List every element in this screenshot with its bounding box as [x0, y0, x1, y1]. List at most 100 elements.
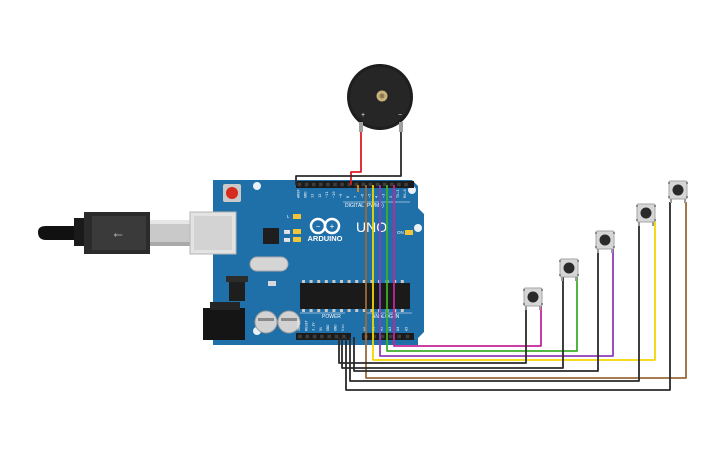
header-pin[interactable] — [304, 182, 309, 187]
pushbutton-cap[interactable] — [527, 291, 539, 303]
wire-button-4-signal[interactable] — [372, 185, 656, 361]
usb-cable: ⭠ — [38, 212, 190, 254]
analog-section-label: ANALOG IN — [372, 314, 400, 320]
buzzer-minus-label: − — [398, 112, 402, 119]
pushbutton-leg — [611, 249, 613, 253]
pin-label: 2 — [389, 196, 393, 198]
pushbutton-cap[interactable] — [563, 262, 575, 274]
wire-button-5-signal[interactable] — [365, 185, 687, 379]
pin-label: 4 — [375, 196, 379, 198]
header-pin[interactable] — [397, 182, 401, 187]
header-pin[interactable] — [297, 182, 302, 187]
led-tx — [293, 229, 301, 234]
wire-button-2-ground[interactable] — [341, 274, 564, 369]
button-4[interactable] — [636, 203, 656, 226]
wire-buzzer-positive[interactable] — [350, 132, 362, 185]
voltage-regulator — [229, 281, 245, 301]
header-pin[interactable] — [340, 182, 344, 187]
led-rx — [293, 237, 301, 242]
svg-text:−: − — [316, 222, 321, 231]
wires — [295, 132, 687, 391]
button-1[interactable] — [523, 287, 543, 310]
header-pin[interactable] — [354, 182, 359, 187]
header-pin[interactable] — [382, 182, 387, 187]
usb-symbol-icon: ⭠ — [113, 227, 123, 241]
header-pin[interactable] — [312, 334, 317, 339]
buzzer-pin-plus — [359, 122, 363, 132]
header-pin[interactable] — [361, 182, 366, 187]
reset-button-cap[interactable] — [226, 187, 238, 199]
crystal-oscillator — [249, 256, 289, 272]
pin-label: A4 — [396, 327, 400, 331]
led-rx-label: RX — [284, 237, 290, 242]
pin-label: ~10 — [332, 192, 336, 199]
pin-label: AREF — [297, 189, 301, 198]
header-pin[interactable] — [326, 182, 330, 187]
header-pin[interactable] — [342, 334, 346, 339]
header-pin[interactable] — [347, 182, 351, 187]
wire-button-2-signal[interactable] — [386, 185, 578, 352]
header-pin[interactable] — [390, 182, 394, 187]
header-pin[interactable] — [333, 182, 337, 187]
dc-power-jack — [203, 308, 245, 340]
pushbutton-leg — [561, 277, 563, 281]
header-pin[interactable] — [327, 334, 331, 339]
pushbutton-leg — [525, 306, 527, 310]
pin-label: 12 — [318, 194, 322, 198]
header-pin[interactable] — [319, 182, 323, 187]
header-pin[interactable] — [389, 334, 393, 339]
led-l-label: L — [287, 214, 290, 219]
button-3[interactable] — [595, 230, 615, 253]
on-led — [405, 230, 413, 235]
led-l — [293, 214, 301, 219]
pin-label: ~6 — [360, 194, 364, 198]
power-section-label: POWER — [322, 314, 341, 320]
wire-button-1-ground[interactable] — [338, 306, 527, 364]
pin-label: A0 — [363, 327, 367, 331]
piezo-buzzer[interactable]: + − — [347, 64, 413, 132]
wire-button-4-ground[interactable] — [349, 222, 640, 382]
pin-label: GND — [334, 325, 338, 332]
pin-label: 7 — [353, 196, 357, 198]
usb-cable-end — [38, 226, 78, 240]
header-pin[interactable] — [404, 182, 408, 187]
button-2[interactable] — [559, 258, 579, 281]
atmega-chip — [300, 283, 410, 309]
arduino-logo: − + — [309, 217, 341, 235]
header-pin[interactable] — [334, 334, 339, 339]
wire-button-1-signal[interactable] — [393, 185, 542, 347]
wire-buzzer-negative[interactable] — [295, 132, 402, 185]
buzzer-pin-minus — [399, 122, 403, 132]
header-pin[interactable] — [405, 334, 410, 339]
header-pin[interactable] — [380, 334, 385, 339]
pushbutton-cap[interactable] — [672, 184, 684, 196]
header-pin[interactable] — [320, 334, 324, 339]
pin-label: TX→1 — [396, 189, 400, 198]
pushbutton-leg — [539, 306, 541, 310]
pin-label: 8 — [346, 196, 350, 198]
button-5[interactable] — [668, 180, 688, 203]
pin-label: ~11 — [325, 192, 329, 199]
pushbutton-cap[interactable] — [599, 234, 611, 246]
pushbutton-cap[interactable] — [640, 207, 652, 219]
wire-button-3-signal[interactable] — [379, 185, 614, 357]
pin-label: 5V — [319, 326, 323, 331]
pushbutton-leg — [670, 199, 672, 203]
pin-label: A2 — [380, 327, 384, 331]
on-led-label: ON — [397, 230, 404, 235]
svg-text:+: + — [330, 222, 335, 231]
header-pin[interactable] — [305, 334, 310, 339]
header-pin[interactable] — [298, 334, 302, 339]
led-tx-label: TX — [284, 229, 290, 234]
pin-label: A5 — [405, 327, 409, 331]
header-pin[interactable] — [397, 334, 401, 339]
header-pin[interactable] — [372, 334, 377, 339]
pin-label: Vin — [341, 325, 345, 332]
arduino-wordmark: ARDUINO — [308, 234, 343, 243]
pushbutton-leg — [684, 199, 686, 203]
header-pin[interactable] — [368, 182, 373, 187]
wire-button-3-ground[interactable] — [353, 248, 599, 372]
header-pin[interactable] — [311, 182, 316, 187]
header-pin[interactable] — [375, 182, 380, 187]
